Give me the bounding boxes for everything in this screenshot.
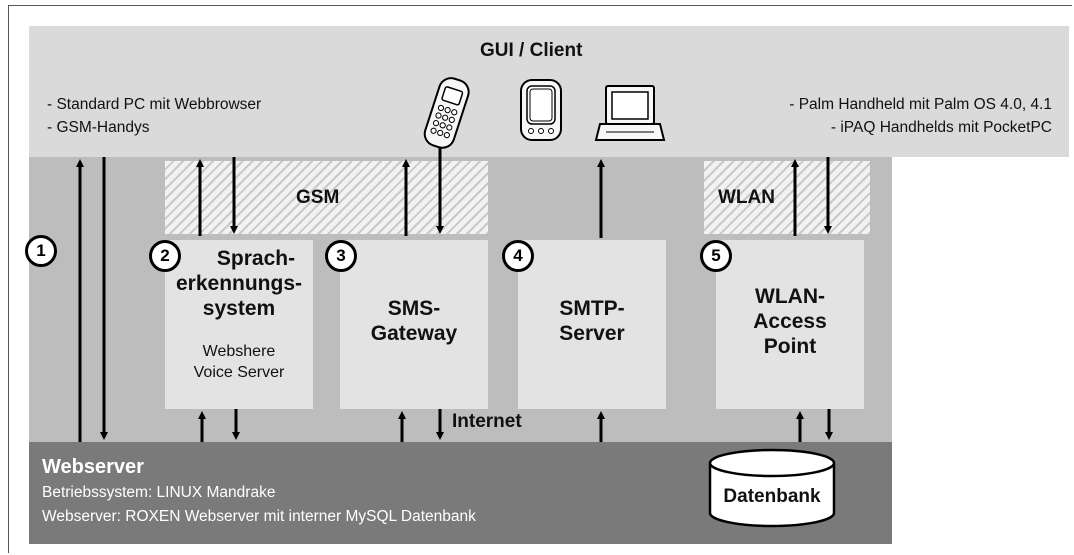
gsm-network xyxy=(165,161,488,234)
webserver-title: Webserver xyxy=(42,456,144,478)
sms-label-2: Gateway xyxy=(370,322,458,345)
speech-label-1: Sprach- xyxy=(216,247,296,270)
smtp-label-1: SMTP- xyxy=(559,297,625,320)
speech-sub-2: Voice Server xyxy=(193,364,285,381)
client-left-line-2: - GSM-Handys xyxy=(47,119,150,136)
pda-icon xyxy=(520,79,562,141)
circle-2: 2 xyxy=(149,240,181,272)
database-label: Datenbank xyxy=(723,486,821,507)
speech-recognition-box: Sprach- erkennungs- system Webshere Voic… xyxy=(165,240,313,409)
wlan-ap-label-2: Access xyxy=(753,310,827,333)
circle-4: 4 xyxy=(502,240,534,272)
wlan-access-point-box: WLAN- Access Point xyxy=(716,240,864,409)
webserver-software: Webserver: ROXEN Webserver mit interner … xyxy=(42,508,476,525)
client-right-line-1: - Palm Handheld mit Palm OS 4.0, 4.1 xyxy=(789,96,1052,113)
client-left-line-1: - Standard PC mit Webbrowser xyxy=(47,96,262,113)
gsm-label: GSM xyxy=(296,187,340,208)
wlan-label: WLAN xyxy=(718,187,775,208)
client-title: GUI / Client xyxy=(480,40,583,61)
sms-label-1: SMS- xyxy=(387,297,441,320)
sms-gateway-box: SMS- Gateway xyxy=(340,240,488,409)
client-right-line-2: - iPAQ Handhelds mit PocketPC xyxy=(830,119,1052,136)
circle-1: 1 xyxy=(25,235,57,267)
wlan-ap-label-1: WLAN- xyxy=(755,285,825,308)
webserver-os: Betriebssystem: LINUX Mandrake xyxy=(42,484,276,501)
wlan-network xyxy=(704,161,870,234)
diagram-frame xyxy=(8,5,1072,553)
laptop-icon xyxy=(594,85,666,141)
circle-3: 3 xyxy=(325,240,357,272)
speech-label-2: erkennungs- xyxy=(175,272,303,295)
database-icon xyxy=(708,448,836,528)
wlan-ap-label-3: Point xyxy=(763,335,817,358)
internet-label: Internet xyxy=(452,411,522,432)
smtp-label-2: Server xyxy=(559,322,625,345)
speech-label-3: system xyxy=(202,297,276,320)
smtp-server-box: SMTP- Server xyxy=(518,240,666,409)
circle-5: 5 xyxy=(700,240,732,272)
speech-sub-1: Webshere xyxy=(202,343,276,360)
mobile-phone-icon xyxy=(423,77,470,149)
